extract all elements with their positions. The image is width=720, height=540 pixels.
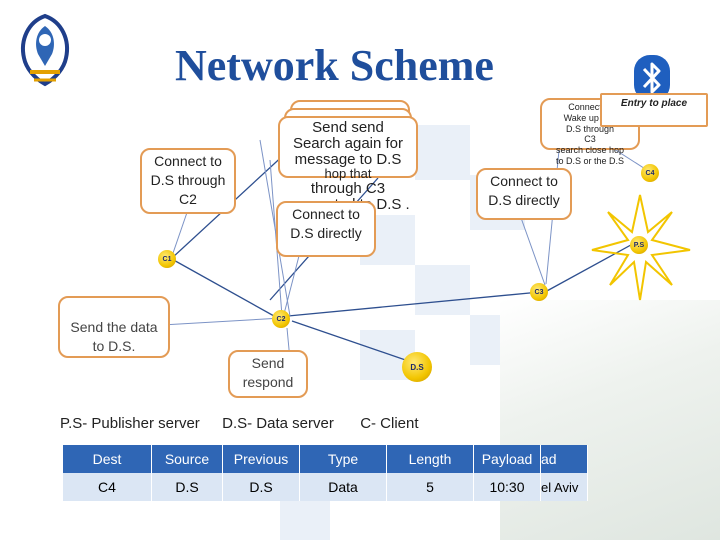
data-cell: 5 <box>386 473 474 501</box>
callout-line: hop that <box>324 166 372 182</box>
callout-text: Send respond <box>242 355 294 390</box>
header-cell: Previous <box>222 445 300 473</box>
legend-c: C- Client <box>360 415 419 432</box>
callout-connect-direct-mid: Connect to D.S directly <box>276 201 376 257</box>
callout-connect-direct-right: Connect to D.S directly <box>476 168 572 220</box>
sun-star-icon <box>591 194 691 301</box>
header-cell: Dest <box>63 445 152 473</box>
callout-line: message to D.S <box>294 150 402 168</box>
node-c3: C3 <box>530 283 548 301</box>
callout-line: Connect to <box>568 102 612 112</box>
callout-send-respond: Send respond <box>228 350 308 398</box>
packet-data-row: C4 D.S D.S Data 5 10:30 el Aviv <box>63 473 588 501</box>
callout-line: Send send <box>312 119 384 136</box>
callout-text: Connect to D.S through C2 <box>150 153 226 207</box>
header-cell: Type <box>299 445 387 473</box>
page-title: Network Scheme <box>175 41 494 90</box>
callout-text: Send the data to D.S. <box>70 319 158 354</box>
callout-entry: Entry to place <box>600 93 708 127</box>
data-cell: el Aviv <box>540 473 588 501</box>
bg-square <box>415 265 470 315</box>
packet-table: Dest Source Previous Type Length Payload… <box>63 445 588 501</box>
node-ps: P.S <box>630 236 648 254</box>
header-cell: ad <box>540 445 588 473</box>
university-logo-icon <box>21 13 69 87</box>
legend: P.S- Publisher server D.S- Data server C… <box>60 415 419 432</box>
data-cell: Data <box>299 473 387 501</box>
callout-send-data: Send the data to D.S. <box>58 296 170 358</box>
header-cell: Payload <box>473 445 541 473</box>
data-cell: D.S <box>151 473 223 501</box>
callout-wake-up: Connect to Wake up and D.S through C3 se… <box>540 98 640 166</box>
data-cell: D.S <box>222 473 300 501</box>
callout-text: Entry to place <box>620 98 688 109</box>
callout-line: D.S through <box>565 123 615 134</box>
callout-connect-c2: Connect to D.S through C2 <box>140 148 236 214</box>
data-cell: C4 <box>63 473 152 501</box>
callout-line: to D.S or the D.S <box>555 155 625 166</box>
bg-square <box>280 500 330 540</box>
callout-search-hop: Send send Search again for message to D.… <box>278 116 418 212</box>
data-cell: 10:30 <box>473 473 541 501</box>
callout-line: through C3 <box>310 179 386 197</box>
node-ds: D.S <box>402 352 432 382</box>
legend-ds: D.S- Data server <box>222 415 334 432</box>
callout-text: Connect to D.S directly <box>290 206 362 241</box>
node-c2: C2 <box>272 310 290 328</box>
bg-square <box>415 125 470 180</box>
callout-line: Search again for <box>292 134 404 152</box>
node-c4: C4 <box>641 164 659 182</box>
callout-text: Connect to D.S directly <box>488 173 560 208</box>
bluetooth-icon <box>634 55 670 101</box>
header-cell: Source <box>151 445 223 473</box>
node-c1: C1 <box>158 250 176 268</box>
callout-line: search close hop <box>555 145 625 156</box>
callout-line: C3 <box>584 134 596 145</box>
callout-line: Wake up and <box>563 112 617 123</box>
header-cell: Length <box>386 445 474 473</box>
legend-ps: P.S- Publisher server <box>60 415 200 432</box>
packet-header-row: Dest Source Previous Type Length Payload… <box>63 445 588 473</box>
